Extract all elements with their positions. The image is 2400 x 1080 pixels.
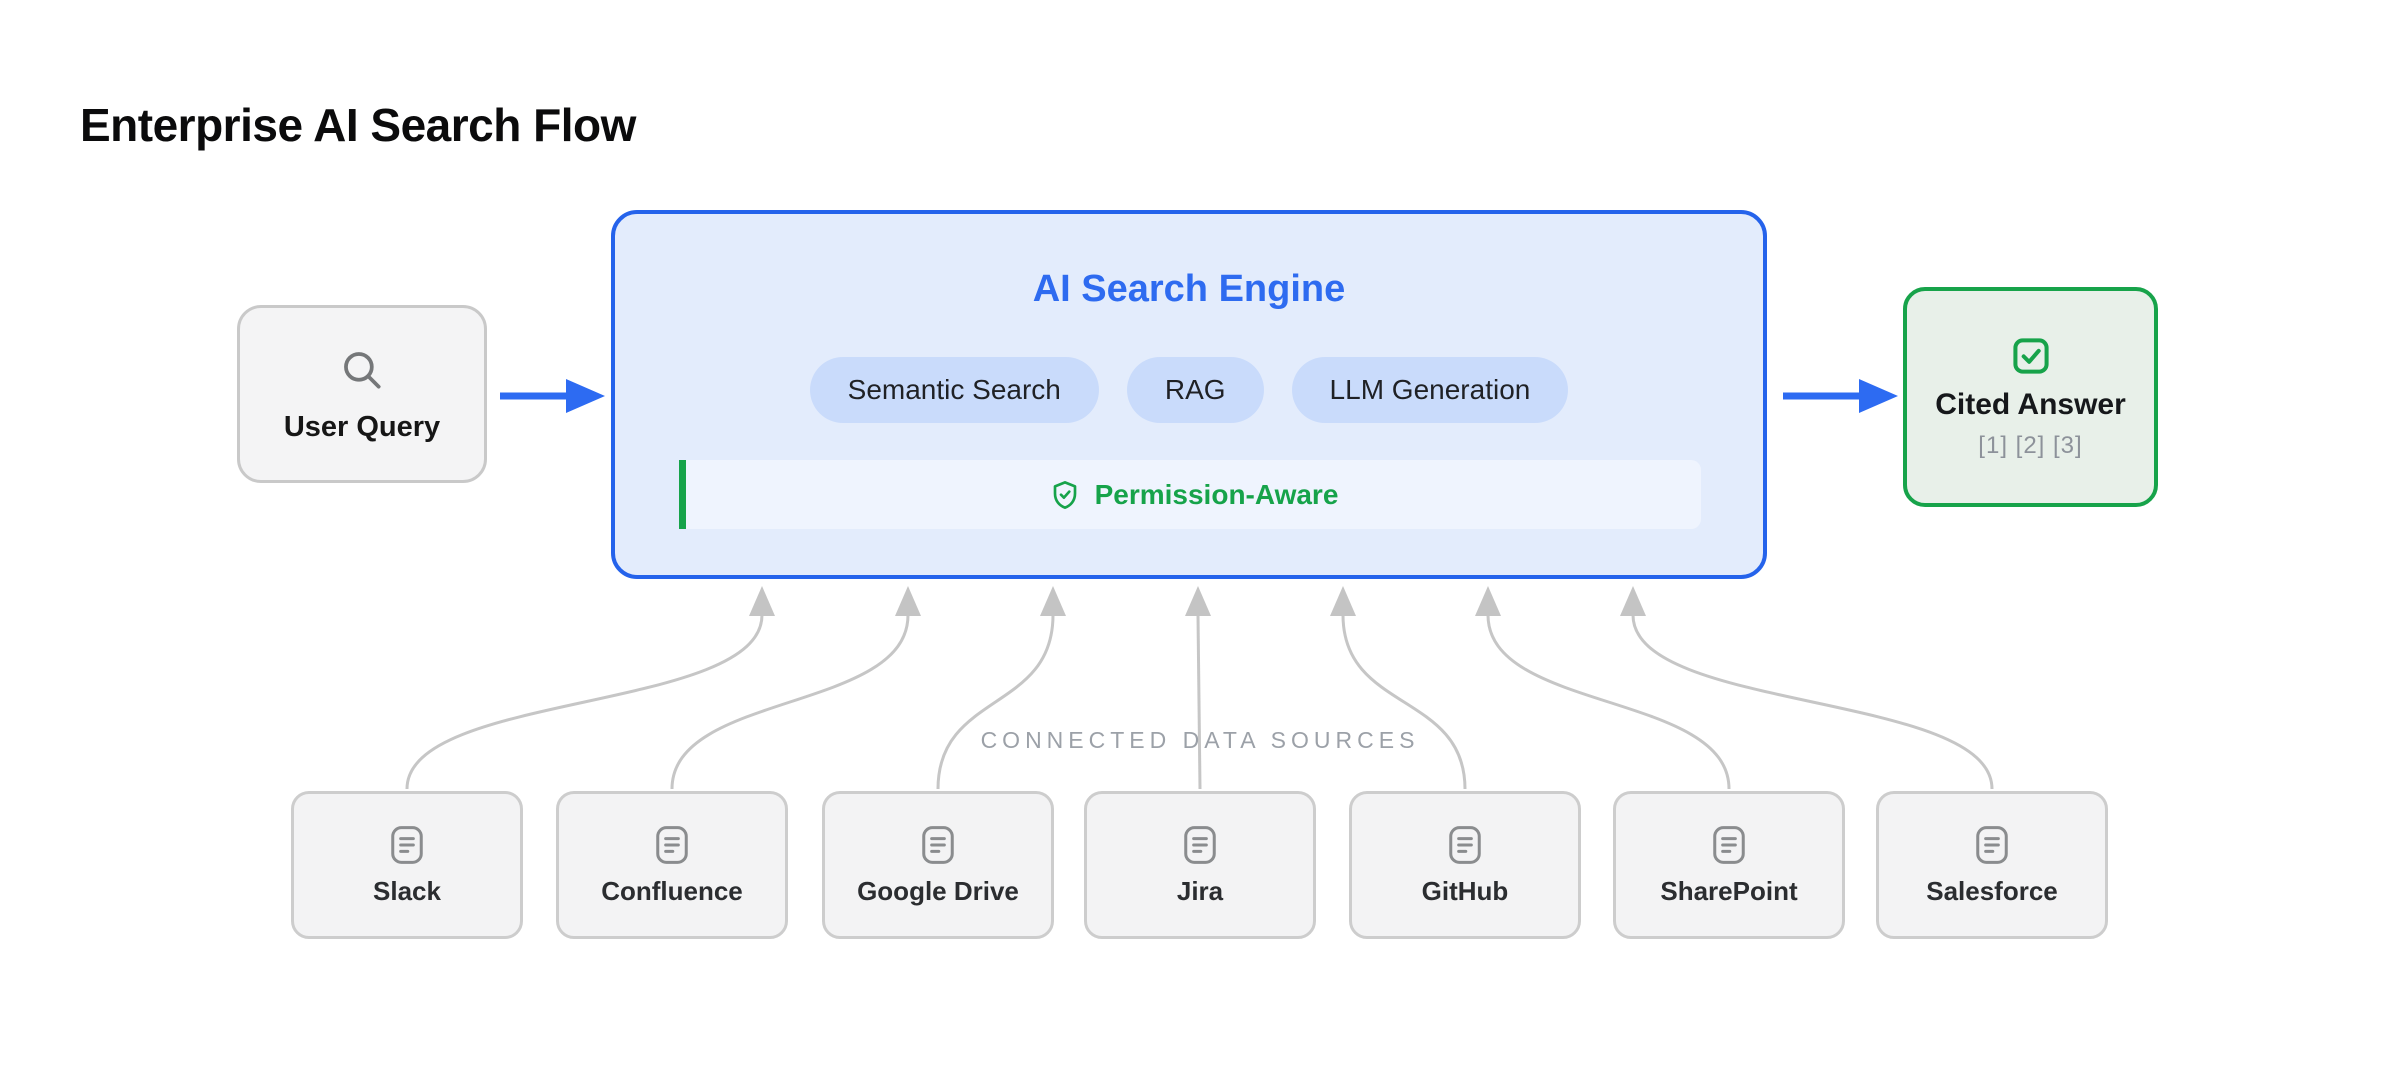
shield-check-icon [1053, 480, 1076, 509]
source-label: SharePoint [1660, 875, 1798, 906]
source-node-google-drive: Google Drive [822, 791, 1054, 939]
sources-heading: CONNECTED DATA SOURCES [980, 727, 1420, 753]
ai-search-engine-node: AI Search Engine Semantic Search RAG LLM… [611, 210, 1767, 579]
source-label: GitHub [1421, 875, 1509, 906]
user-query-node: User Query [237, 305, 487, 483]
permission-aware-bar: Permission-Aware [679, 460, 1701, 529]
permission-label: Permission-Aware [1094, 478, 1339, 510]
source-label: Jira [1176, 875, 1224, 906]
pill-semantic-search: Semantic Search [809, 357, 1099, 423]
citation-badges: [1] [2] [3] [1978, 432, 2083, 459]
source-node-github: GitHub [1349, 791, 1581, 939]
source-node-jira: Jira [1084, 791, 1316, 939]
flow-arrows [500, 379, 1898, 413]
cited-answer-node: Cited Answer [1] [2] [3] [1903, 287, 2158, 507]
source-label: Google Drive [857, 875, 1019, 906]
cited-answer-label: Cited Answer [1935, 388, 2126, 421]
file-text-icon [1976, 825, 2008, 864]
user-query-label: User Query [283, 410, 441, 443]
file-text-icon [1713, 825, 1745, 864]
file-text-icon [656, 825, 688, 864]
engine-capabilities: Semantic Search RAG LLM Generation [615, 357, 1763, 423]
source-arrowheads [749, 586, 1646, 616]
source-node-salesforce: Salesforce [1876, 791, 2108, 939]
check-square-icon [2012, 338, 2049, 374]
source-label: Salesforce [1926, 875, 2058, 906]
file-text-icon [1184, 825, 1216, 864]
pill-rag: RAG [1126, 357, 1264, 423]
permission-accent-bar [679, 460, 686, 529]
file-text-icon [922, 825, 954, 864]
source-node-confluence: Confluence [556, 791, 788, 939]
source-curves [405, 614, 1994, 790]
file-text-icon [1449, 825, 1481, 864]
page-title: Enterprise AI Search Flow [80, 99, 636, 151]
file-text-icon [391, 825, 423, 864]
search-icon [344, 351, 381, 389]
pill-llm-generation: LLM Generation [1291, 357, 1569, 423]
permission-bar-body: Permission-Aware [686, 460, 1701, 529]
source-node-sharepoint: SharePoint [1613, 791, 1845, 939]
source-node-slack: Slack [291, 791, 523, 939]
source-label: Slack [373, 875, 441, 906]
source-label: Confluence [601, 875, 743, 906]
engine-title: AI Search Engine [1032, 268, 1346, 310]
